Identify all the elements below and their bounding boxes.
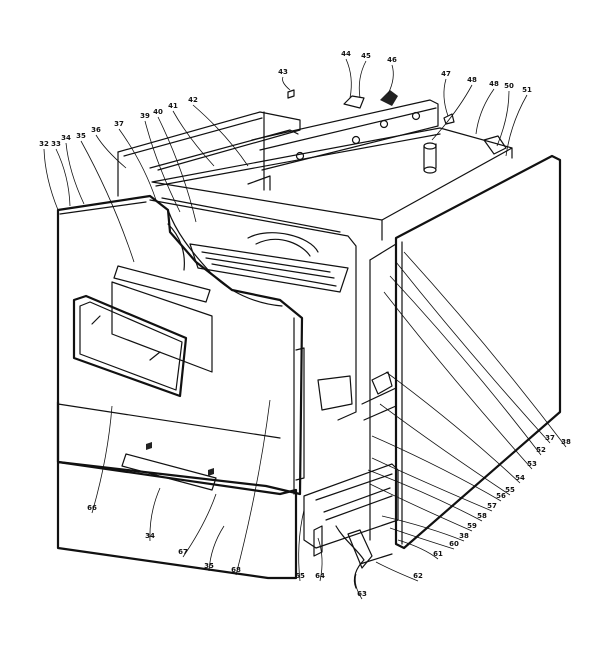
leader-c51 xyxy=(505,94,528,157)
callout-c42: 42 xyxy=(188,96,198,104)
leader-c65 xyxy=(298,509,305,582)
leader-c68 xyxy=(235,399,271,576)
callout-c48b: 48 xyxy=(489,80,499,88)
leader-c37a xyxy=(118,128,157,201)
callout-c46: 46 xyxy=(387,56,397,64)
leader-c40 xyxy=(157,116,197,223)
leader-c50 xyxy=(496,90,510,147)
callout-c39: 39 xyxy=(140,112,150,120)
callout-c64: 64 xyxy=(315,572,325,580)
leader-c44 xyxy=(345,58,352,99)
leader-c35 xyxy=(80,140,135,263)
callout-c37b: 37 xyxy=(545,434,555,442)
callout-c58: 58 xyxy=(477,512,487,520)
callout-leaders xyxy=(43,58,567,600)
leader-c46 xyxy=(387,64,394,95)
callout-c51: 51 xyxy=(522,86,532,94)
callout-c34b: 34 xyxy=(145,532,155,540)
callout-c53: 53 xyxy=(527,460,537,468)
leader-c39 xyxy=(144,120,181,213)
callout-c48a: 48 xyxy=(467,76,477,84)
leader-c54 xyxy=(385,371,521,484)
callout-c43: 43 xyxy=(278,68,288,76)
callout-c35b: 35 xyxy=(204,562,214,570)
callout-c34a: 34 xyxy=(61,134,71,142)
callout-c37a: 37 xyxy=(114,120,124,128)
leader-c63 xyxy=(354,573,363,600)
leader-c45 xyxy=(358,60,367,99)
leader-c61 xyxy=(397,539,439,560)
callout-c44: 44 xyxy=(341,50,351,58)
leader-c53 xyxy=(383,291,533,470)
callout-c62: 62 xyxy=(413,572,423,580)
callout-c33: 33 xyxy=(51,140,61,148)
leader-c43 xyxy=(282,76,291,91)
leader-c56 xyxy=(371,435,502,502)
leader-c64 xyxy=(317,537,323,582)
leader-c52 xyxy=(389,275,542,456)
leader-c38b xyxy=(381,515,465,542)
callout-c50: 50 xyxy=(504,82,514,90)
leader-c34b xyxy=(149,487,161,542)
storage-drawer xyxy=(56,400,298,580)
callout-c35: 35 xyxy=(76,132,86,140)
oven-body-top xyxy=(151,127,513,241)
callout-c68: 68 xyxy=(231,566,241,574)
callout-c45: 45 xyxy=(361,52,371,60)
callout-c67: 67 xyxy=(178,548,188,556)
callout-c60: 60 xyxy=(449,540,459,548)
leader-c33 xyxy=(55,148,71,207)
leader-c48a xyxy=(431,84,473,141)
leader-c35b xyxy=(208,525,225,572)
callout-c32: 32 xyxy=(39,140,49,148)
callout-c66: 66 xyxy=(87,504,97,512)
leader-c57 xyxy=(371,457,493,512)
leader-c32 xyxy=(43,148,59,211)
callout-c61: 61 xyxy=(433,550,443,558)
callout-c56: 56 xyxy=(496,492,506,500)
oven-door xyxy=(56,194,305,496)
callout-c65: 65 xyxy=(295,572,305,580)
leader-c41 xyxy=(172,110,215,167)
leader-c67 xyxy=(182,493,217,558)
callout-c54: 54 xyxy=(515,474,525,482)
callout-c59: 59 xyxy=(467,522,477,530)
leader-c55 xyxy=(379,403,511,496)
callout-c38b: 38 xyxy=(459,532,469,540)
callout-c38a: 38 xyxy=(561,438,571,446)
callout-c36: 36 xyxy=(91,126,101,134)
leader-c60 xyxy=(389,527,455,550)
callout-c47: 47 xyxy=(441,70,451,78)
callout-c40: 40 xyxy=(153,108,163,116)
leader-c34a xyxy=(65,142,85,205)
leader-c38a xyxy=(403,251,567,448)
leader-c66 xyxy=(91,405,113,514)
leader-c48b xyxy=(475,88,495,135)
leader-c62 xyxy=(375,561,419,582)
callout-c52: 52 xyxy=(536,446,546,454)
leader-c58 xyxy=(367,469,483,522)
leader-c36 xyxy=(95,134,127,169)
callout-c63: 63 xyxy=(357,590,367,598)
top-fittings xyxy=(287,89,455,125)
callout-c41: 41 xyxy=(168,102,178,110)
callout-c55: 55 xyxy=(505,486,515,494)
leader-c47 xyxy=(443,78,449,117)
rear-frame xyxy=(117,99,439,197)
leader-c42 xyxy=(192,104,249,167)
leader-c37b xyxy=(395,261,551,444)
leader-c59 xyxy=(369,483,473,532)
callout-c57: 57 xyxy=(487,502,497,510)
